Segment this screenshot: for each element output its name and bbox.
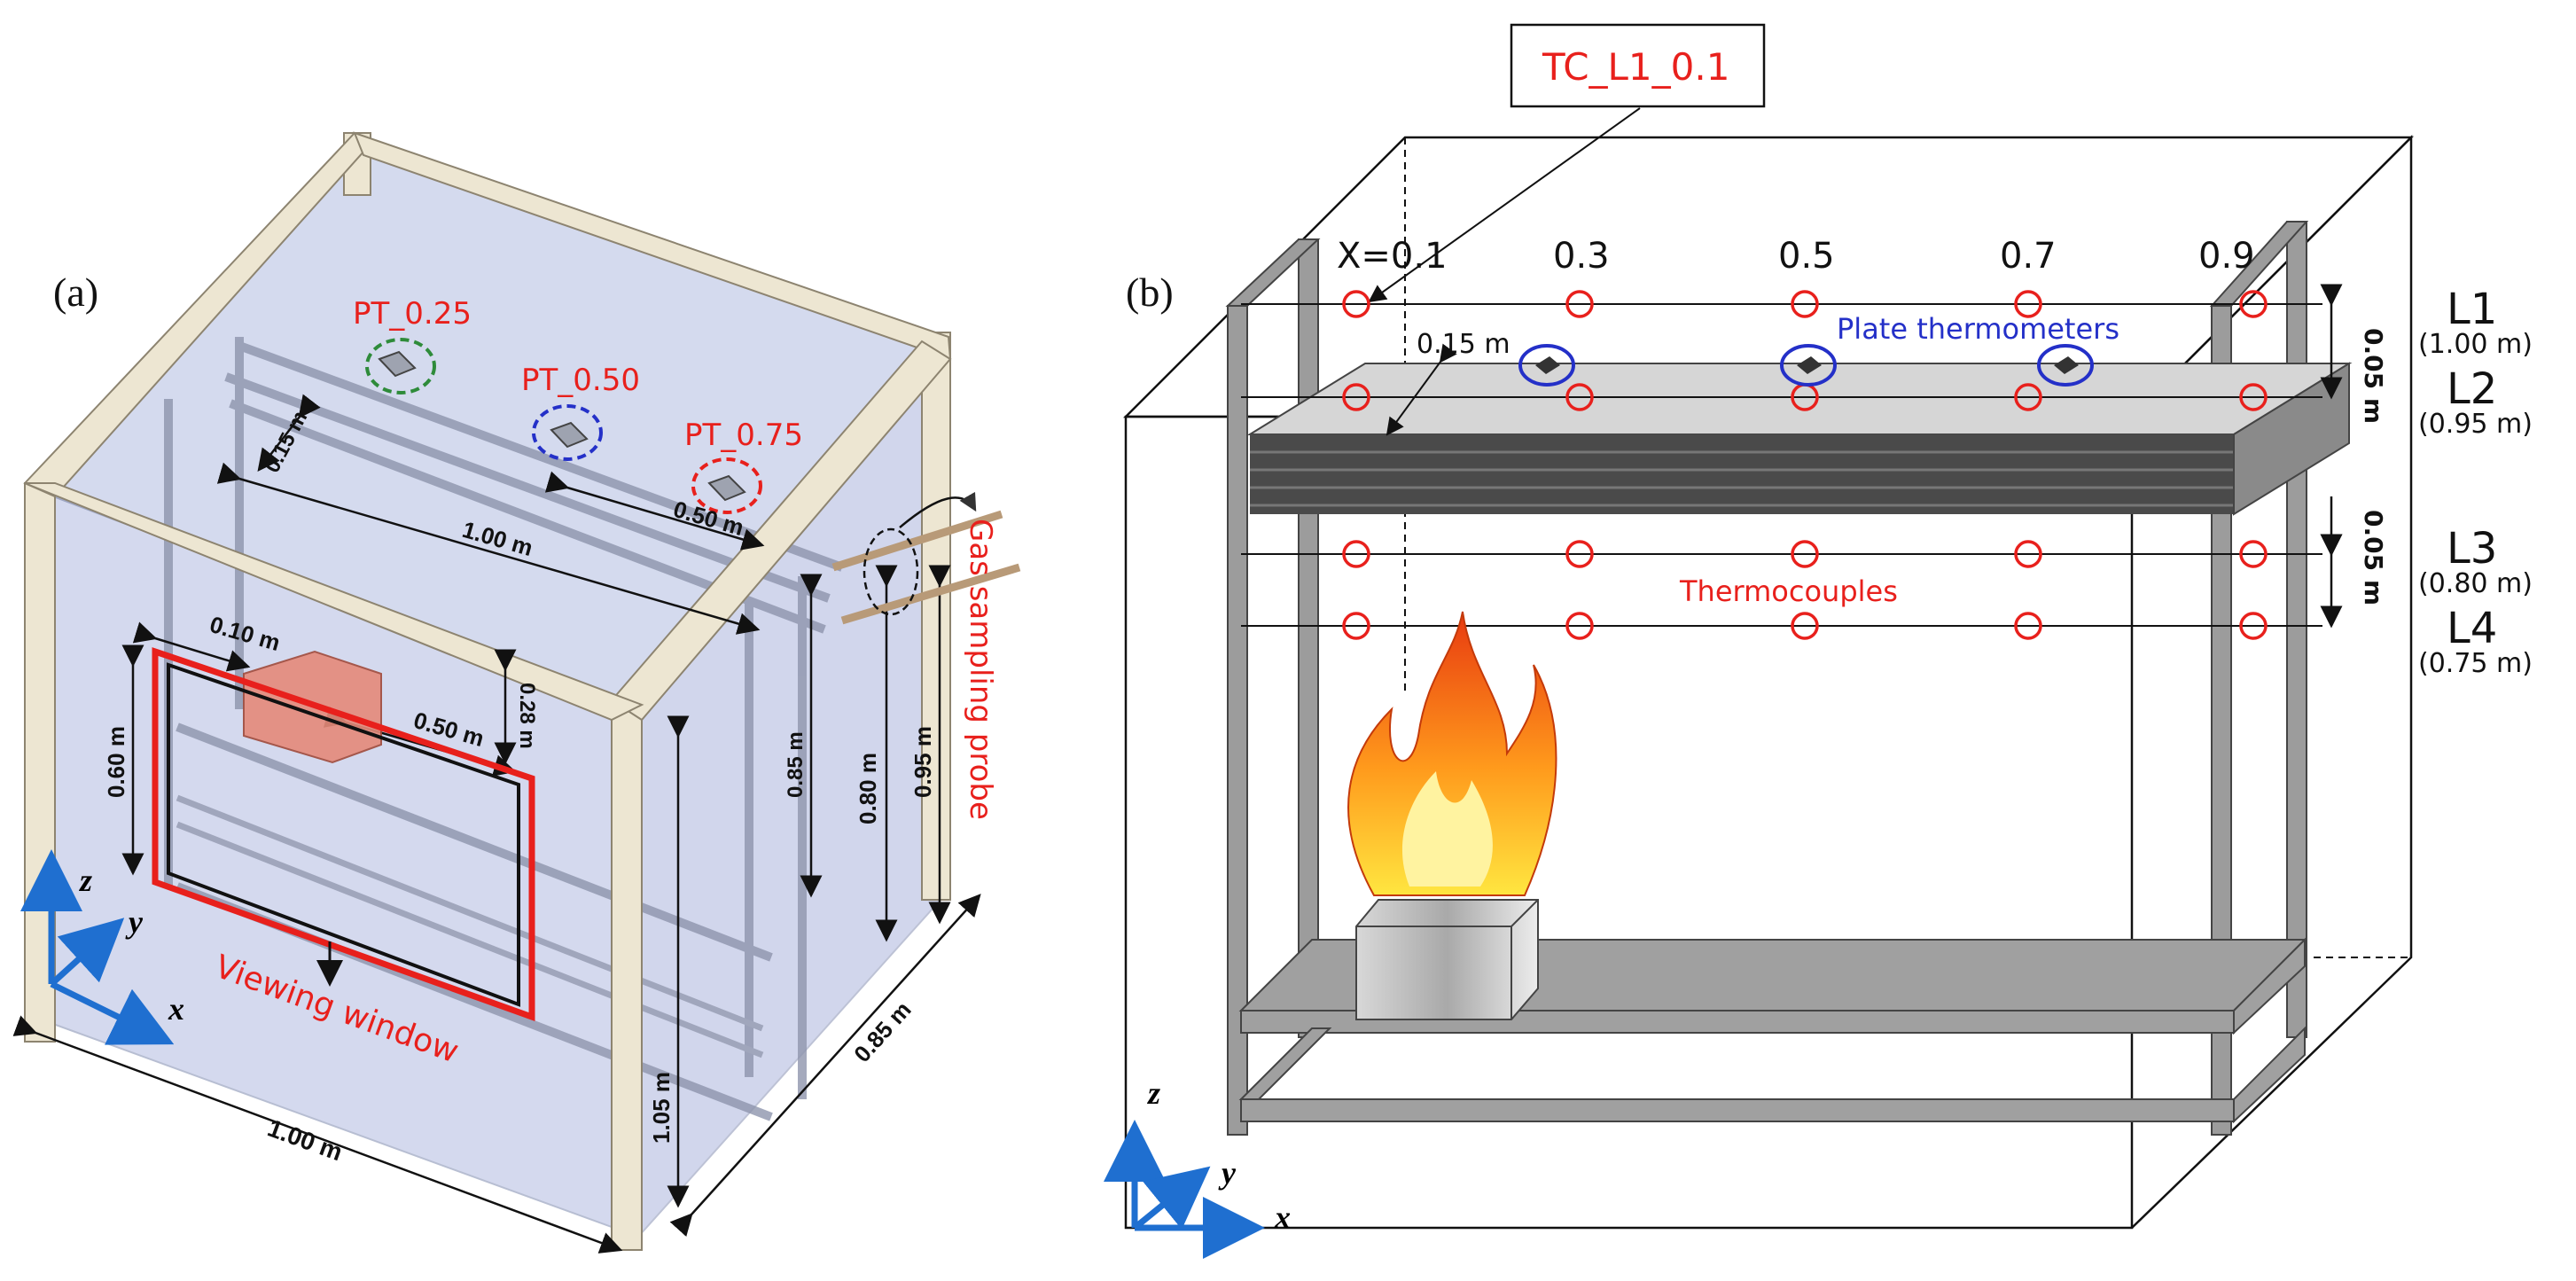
level-l4-height: (0.75 m) [2418,648,2533,679]
level-l3-height: (0.80 m) [2418,568,2533,599]
panel-b-label: (b) [1126,269,1174,315]
axis-a-y: y [125,904,144,940]
viewing-window-inner [167,662,520,1007]
plate-label: Plate thermometers [1837,312,2119,346]
pt-0.75-label: PT_0.75 [684,418,803,453]
dim-a-095: 0.95 m [909,726,936,798]
tc-callout-leader [1368,107,1641,303]
level-l1-name: L1 [2447,285,2497,334]
pt-0.50-marker [532,404,603,461]
axis-triad-a [20,849,175,1045]
axis-b-z: z [1146,1075,1160,1111]
axis-b-x: x [1274,1199,1291,1235]
tc-callout-label: TC_L1_0.1 [1542,45,1729,89]
level-l4-name: L4 [2447,604,2497,653]
spacing-2: 0.05 m [2359,510,2388,605]
plate-thermometers [1518,344,2094,387]
level-l1-height: (1.00 m) [2418,329,2533,360]
axis-triad-b [1104,1120,1265,1259]
panel-b: TC_L1_0.1 [1104,23,2533,1259]
dim-a-085-v: 0.85 m [784,731,808,798]
dim-a-105: 1.05 m [648,1072,675,1144]
gas-probe [831,491,1021,625]
x-pos-1: X=0.1 [1337,236,1448,277]
viewing-window [152,647,535,1021]
pt-0.25-marker [365,338,436,394]
dim-lines-a [12,394,981,1254]
axis-a-z: z [78,863,92,898]
axis-a-x: x [168,991,184,1027]
floor-rails [176,794,764,1058]
dim-b-015: 0.15 m [1417,329,1510,360]
gas-probe-label: Gas sampling probe [963,519,998,820]
burner-pan [1355,899,1539,1020]
x-pos-5: 0.9 [2198,236,2255,277]
thermocouples [1342,290,2268,640]
level-l3-name: L3 [2447,524,2497,574]
dim-b-015-line [1386,343,1457,436]
spacing-1: 0.05 m [2359,328,2388,424]
level-l2-name: L2 [2447,364,2497,414]
x-pos-2: 0.3 [1553,236,1610,277]
panel-a: PT_0.25 PT_0.50 PT_0.75 0.15 m 1.00 m 0.… [12,131,1021,1254]
tc-callout-box [1510,23,1766,108]
upper-rack [1246,362,2353,516]
tc-label: Thermocouples [1679,574,1898,608]
pt-0.25-label: PT_0.25 [353,296,472,332]
dim-a-028: 0.28 m [515,683,539,749]
x-pos-4: 0.7 [2000,236,2057,277]
pt-0.50-label: PT_0.50 [521,363,640,398]
axis-b-y: y [1218,1155,1237,1191]
dim-a-085-depth: 0.85 m [848,996,916,1067]
flame-icon [1347,611,1557,896]
level-l2-height: (0.95 m) [2418,409,2533,440]
x-pos-3: 0.5 [1778,236,1835,277]
panel-a-label: (a) [53,269,98,315]
dim-a-060: 0.60 m [103,726,129,798]
dim-a-080: 0.80 m [855,753,881,824]
